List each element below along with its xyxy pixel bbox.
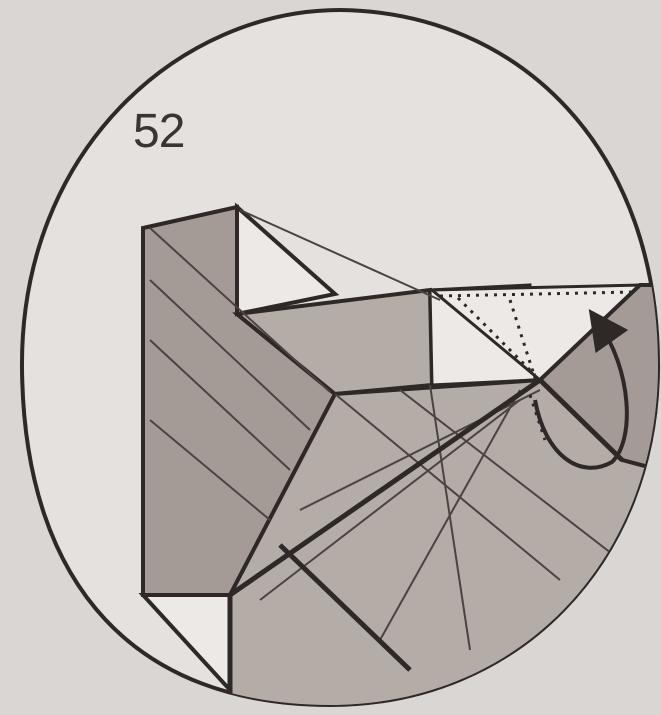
- step-number: 52: [133, 104, 184, 159]
